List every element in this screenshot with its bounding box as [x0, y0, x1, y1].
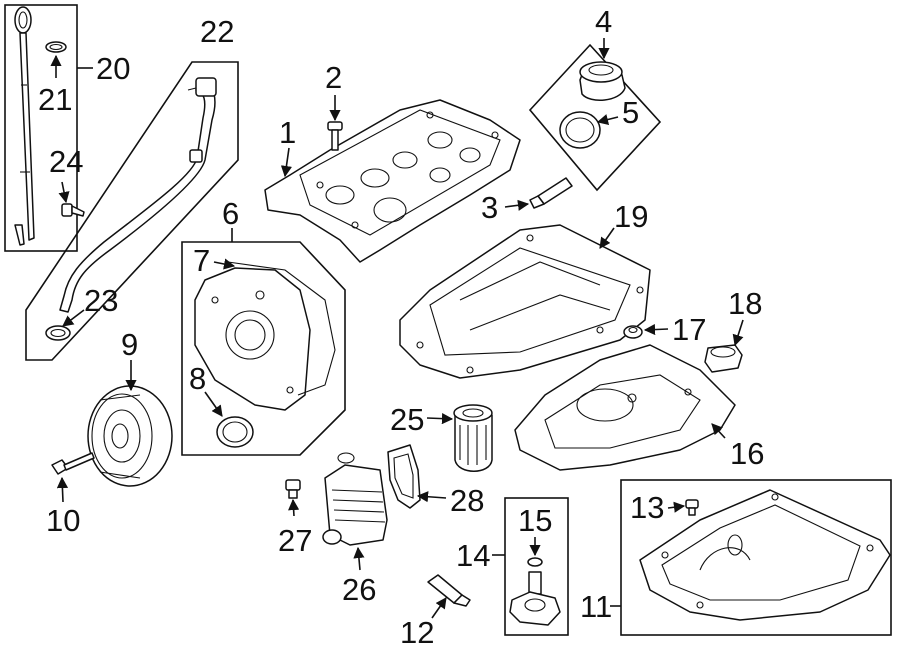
timing-cover-6-part: [194, 267, 311, 411]
seal-8-part: [216, 416, 254, 448]
dipstick-part: [14, 6, 35, 246]
arrow-26: [353, 546, 365, 571]
oil-pan-11-part: [639, 489, 891, 621]
oil-level-sensor-14-part: [509, 571, 561, 626]
callout-11: 11: [580, 589, 612, 624]
arrow-1: [280, 147, 292, 178]
callout-10: 10: [46, 503, 80, 538]
cap-group-box: [528, 43, 662, 192]
sensor-18-part: [704, 344, 743, 373]
callout-19: 19: [614, 199, 648, 234]
bolt-24-part: [61, 203, 85, 217]
dipstick-group-box: [4, 4, 78, 252]
callout-17: 17: [672, 312, 706, 347]
arrow-8: [204, 391, 223, 417]
arrow-7: [213, 258, 236, 270]
callout-18: 18: [728, 286, 762, 321]
bolt-27-part: [285, 479, 301, 499]
cap-seal-5-part: [559, 111, 601, 149]
arrow-10: [56, 476, 69, 503]
sealant-3-part: [529, 177, 573, 209]
callout-20: 20: [96, 51, 130, 86]
valve-cover-part: [264, 99, 521, 263]
plug-17-part: [623, 325, 643, 339]
oil-filter-25-part: [453, 404, 493, 472]
arrow-18: [732, 319, 744, 347]
arrow-25: [426, 413, 454, 425]
callout-2: 2: [325, 60, 342, 95]
arrow-3: [504, 199, 530, 211]
arrow-28: [416, 491, 447, 503]
arrow-17: [643, 323, 669, 336]
bolt-13-part: [685, 499, 699, 516]
callout-1: 1: [279, 115, 296, 150]
callout-16: 16: [730, 436, 764, 471]
callout-3: 3: [481, 190, 498, 225]
arrow-23: [62, 309, 85, 327]
timing-cover-group-box: [181, 241, 346, 456]
oil-pan-group-box: [620, 479, 892, 636]
callout-27: 27: [278, 523, 312, 558]
tube-group-box: [25, 61, 239, 361]
callout-23: 23: [84, 283, 118, 318]
callout-14: 14: [456, 538, 490, 573]
bolt-2-part: [327, 121, 343, 151]
gasket-28-part: [387, 444, 421, 509]
o-ring-21-part: [45, 41, 67, 53]
callout-28: 28: [450, 483, 484, 518]
pulley-9-part: [87, 385, 173, 487]
callout-26: 26: [342, 572, 376, 607]
bolt-10-part: [51, 452, 95, 475]
upper-oil-pan-19-part: [399, 224, 651, 379]
arrow-24: [58, 181, 70, 204]
callout-13: 13: [630, 490, 664, 525]
arrow-5: [596, 114, 619, 125]
callout-15: 15: [518, 503, 552, 538]
o-ring-15-part: [527, 557, 543, 567]
baffle-16-part: [514, 344, 736, 471]
arrow-12: [431, 597, 447, 619]
arrow-19: [599, 227, 615, 249]
callout-5: 5: [622, 95, 639, 130]
callout-7: 7: [193, 243, 210, 278]
callout-12: 12: [400, 615, 434, 650]
callout-22: 22: [200, 14, 234, 49]
callout-4: 4: [595, 4, 612, 39]
oil-cooler-26-part: [322, 452, 388, 546]
o-ring-23-part: [45, 325, 71, 341]
arrow-13: [667, 501, 686, 513]
sealant-12-part: [427, 574, 471, 607]
callout-9: 9: [121, 327, 138, 362]
callout-6: 6: [222, 196, 239, 231]
callout-8: 8: [189, 361, 206, 396]
gasket-7-part: [227, 261, 336, 396]
oil-tube-part: [59, 77, 217, 313]
arrow-27: [288, 498, 300, 517]
callout-25: 25: [390, 402, 424, 437]
sensor-group-box: [504, 497, 569, 636]
arrow-16: [711, 423, 726, 439]
callout-24: 24: [49, 144, 83, 179]
oil-cap-part: [579, 61, 626, 101]
callout-21: 21: [38, 82, 72, 117]
